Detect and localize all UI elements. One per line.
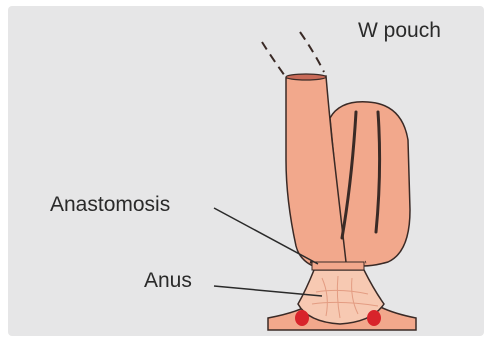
- diagram-title: W pouch: [358, 20, 441, 41]
- anus-label: Anus: [144, 270, 192, 291]
- anastomosis-junction: [312, 262, 364, 270]
- dashed-bowel-continuation: [262, 32, 324, 76]
- anastomosis-label: Anastomosis: [50, 194, 170, 215]
- bowel-cut-end: [286, 74, 326, 80]
